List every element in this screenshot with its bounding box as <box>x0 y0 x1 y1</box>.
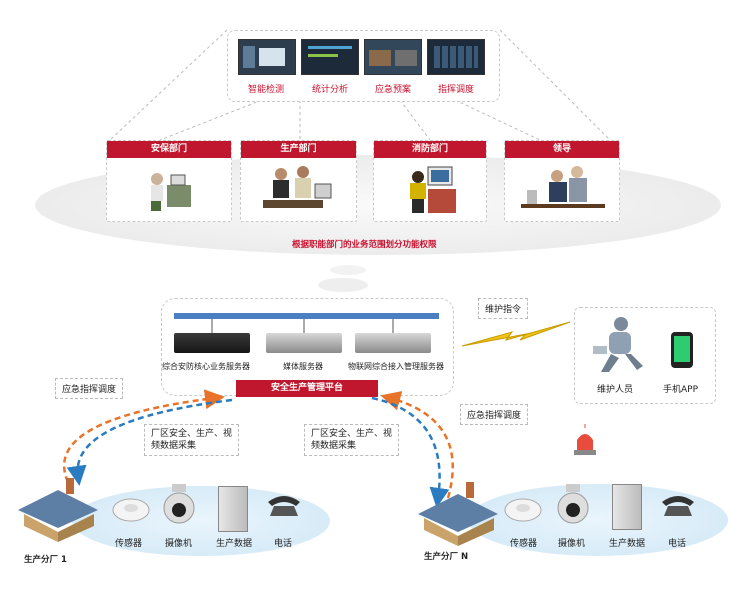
department-label-security: 安保部门 <box>107 141 231 158</box>
factory-1-telephone-icon <box>268 496 300 516</box>
server-media-icon <box>266 333 342 353</box>
screen-command-icon <box>427 39 485 75</box>
server-label-core: 综合安防核心业务服务器 <box>162 362 250 371</box>
alarm-light-icon <box>574 424 596 455</box>
factory-n-telephone-icon <box>662 496 694 516</box>
factory-n-production-data-icon <box>612 484 642 530</box>
server-label-iot: 物联网综合接入管理服务器 <box>348 362 444 371</box>
screen-stats-icon <box>301 39 359 75</box>
maintainer-label: 维护人员 <box>597 385 634 395</box>
dispatch-left-label: 应急指挥调度 <box>55 378 124 399</box>
module-label-3: 指挥调度 <box>438 85 475 95</box>
server-cluster-panel: 综合安防核心业务服务器 媒体服务器 物联网综合接入管理服务器 <box>161 298 454 396</box>
factory-n-building-icon <box>418 482 498 546</box>
cloud-puff <box>318 278 368 292</box>
factory-1-device-0: 传感器 <box>115 539 143 549</box>
security-staff-icon <box>151 173 191 211</box>
factory-n-name: 生产分厂 N <box>424 552 469 562</box>
factory-n-device-1: 摄像机 <box>558 539 586 549</box>
factory-n-device-0: 传感器 <box>510 539 538 549</box>
collect-left-label: 厂区安全、生产、视 频数据采集 <box>144 424 240 456</box>
department-label-production: 生产部门 <box>241 141 356 158</box>
screen-plan-icon <box>364 39 422 75</box>
bus-links <box>211 319 394 333</box>
mobile-phone-icon <box>671 332 693 368</box>
factory-n-device-3: 电话 <box>668 539 687 549</box>
factory-1-device-1: 摄像机 <box>165 539 193 549</box>
maintainer-panel: 维护人员 手机APP <box>574 307 716 404</box>
factory-1-sensor-icon <box>112 498 150 522</box>
department-card-security: 安保部门 <box>106 140 232 222</box>
department-card-fire: 消防部门 <box>373 140 487 222</box>
factory-n-sensor-icon <box>504 498 542 522</box>
maintenance-worker-icon <box>593 317 643 372</box>
module-label-2: 应急预案 <box>375 85 412 95</box>
server-core-icon <box>174 333 250 353</box>
factory-n-camera-icon <box>557 484 589 524</box>
dispatch-right-label: 应急指挥调度 <box>460 404 529 425</box>
department-label-fire: 消防部门 <box>374 141 486 158</box>
factory-n-device-2: 生产数据 <box>609 539 646 549</box>
factory-1-camera-icon <box>163 484 195 524</box>
factory-1-device-3: 电话 <box>274 539 293 549</box>
production-staff-icon <box>263 166 332 208</box>
collect-right-label: 厂区安全、生产、视 频数据采集 <box>304 424 400 456</box>
maintenance-command-label: 维护指令 <box>478 298 529 319</box>
server-label-media: 媒体服务器 <box>283 362 323 371</box>
permission-caption: 根据职能部门的业务范围划分功能权限 <box>292 240 437 250</box>
module-label-0: 智能检测 <box>248 85 285 95</box>
department-label-leader: 领导 <box>505 141 619 158</box>
module-label-1: 统计分析 <box>312 85 349 95</box>
screen-detect-icon <box>238 39 296 75</box>
lightning-bolt-icon <box>461 321 571 347</box>
department-card-production: 生产部门 <box>240 140 357 222</box>
cloud-puff <box>330 265 366 275</box>
platform-label: 安全生产管理平台 <box>236 380 378 397</box>
factory-1-building-icon <box>18 478 98 542</box>
mobile-app-label: 手机APP <box>663 385 699 395</box>
factory-1-device-2: 生产数据 <box>216 539 253 549</box>
factory-n-zone <box>468 484 728 556</box>
module-panel: 智能检测 统计分析 应急预案 指挥调度 <box>227 30 500 102</box>
leader-staff-icon <box>521 166 605 208</box>
fire-staff-icon <box>410 166 456 213</box>
factory-1-production-data-icon <box>218 486 248 532</box>
server-iot-icon <box>355 333 431 353</box>
department-card-leader: 领导 <box>504 140 620 222</box>
network-bus <box>174 313 439 319</box>
factory-1-name: 生产分厂 1 <box>24 555 67 565</box>
